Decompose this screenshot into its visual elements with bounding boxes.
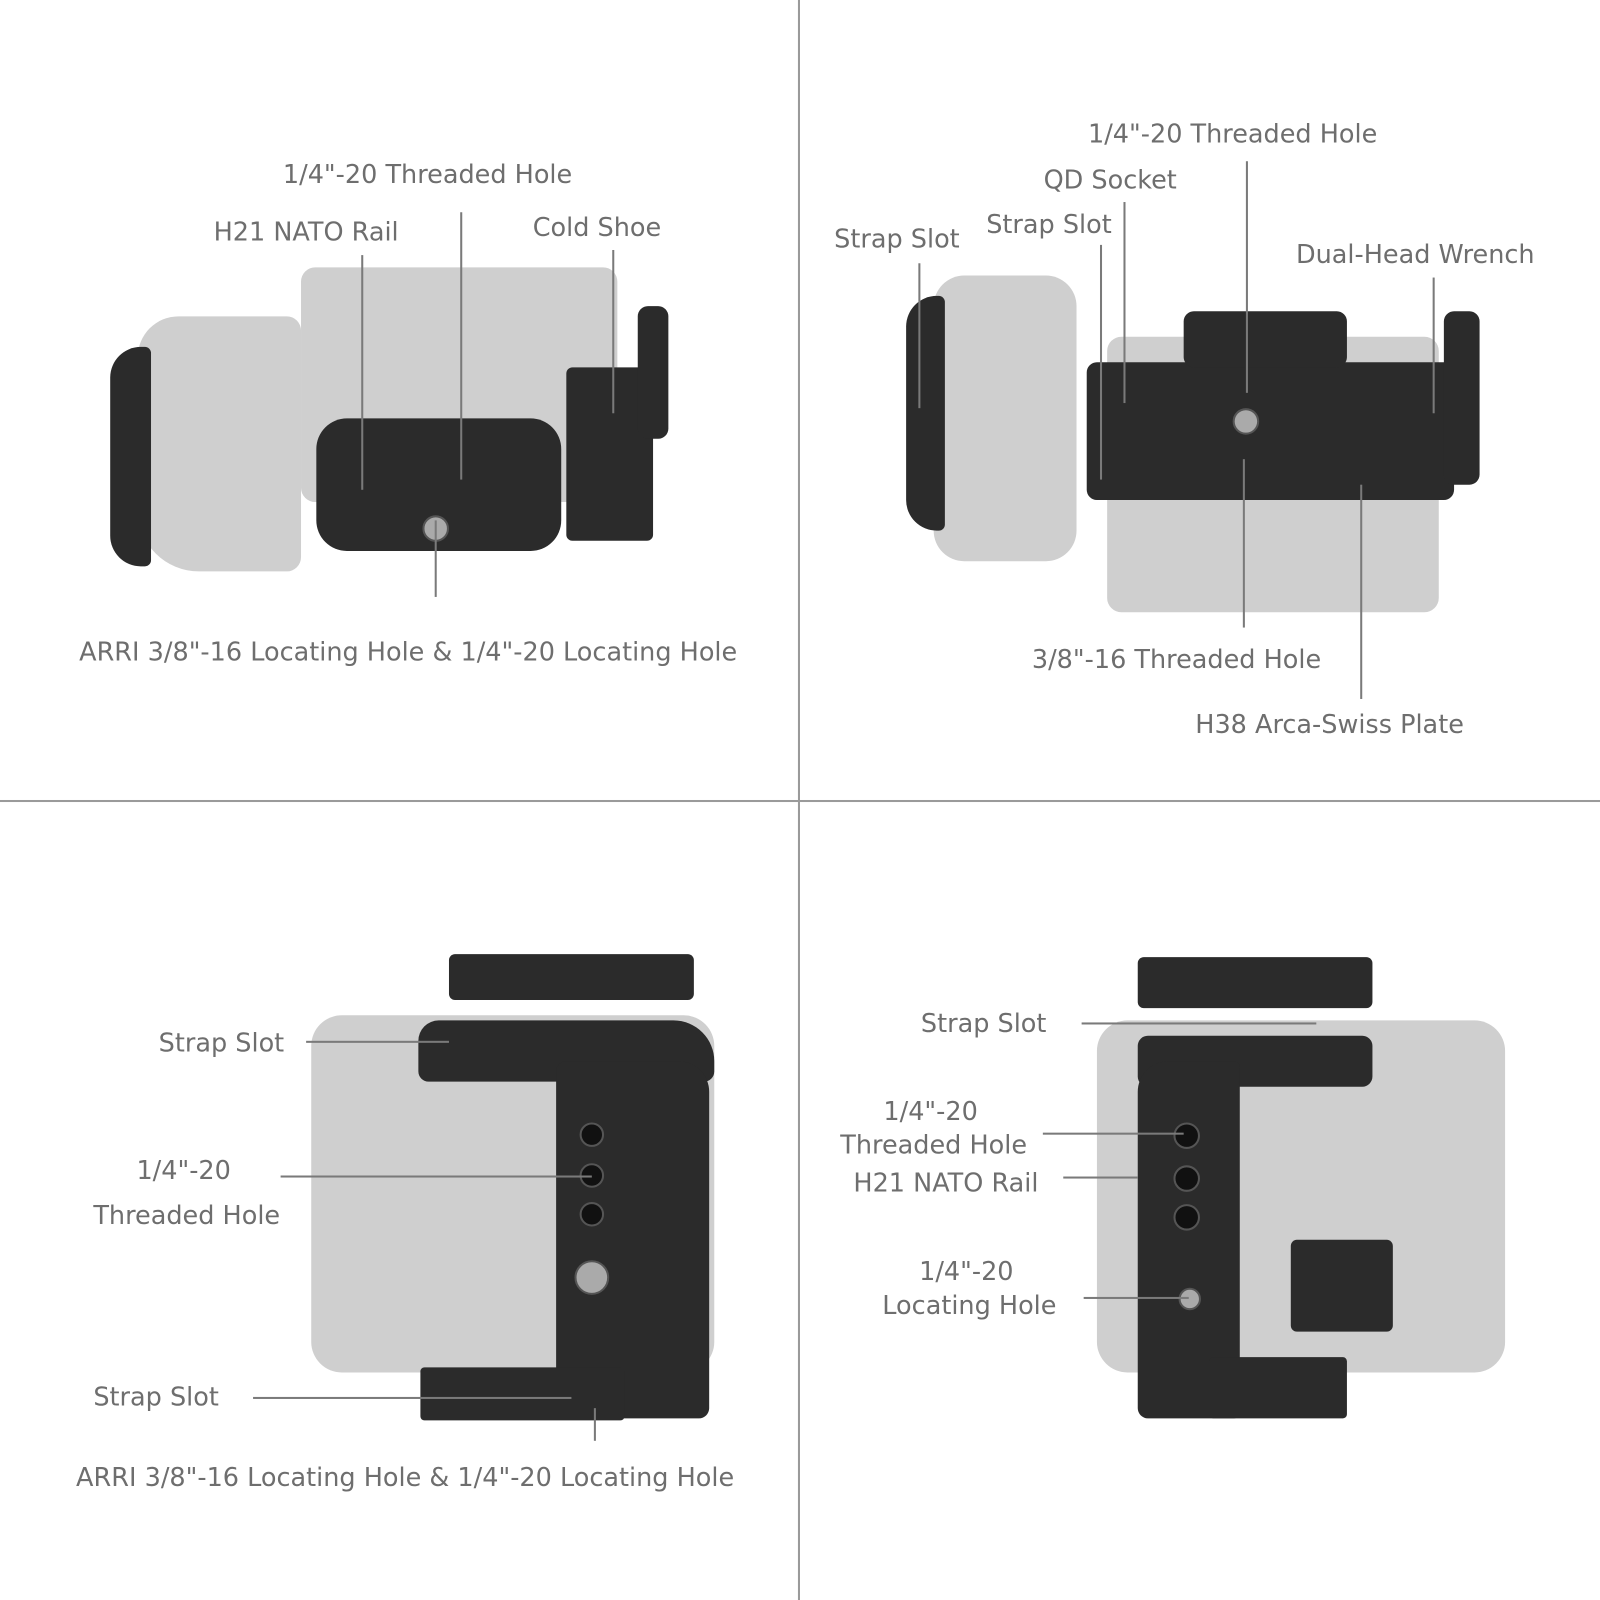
- label-threaded-hole: 1/4"-20 Threaded Hole: [1087, 118, 1378, 149]
- threaded-hole: [1232, 408, 1260, 435]
- label-locating-holes: ARRI 3/8"-16 Locating Hole & 1/4"-20 Loc…: [79, 637, 738, 667]
- locating-hole: [574, 1260, 610, 1295]
- grip-handle: [556, 1061, 710, 1419]
- threaded-hole: [579, 1122, 605, 1147]
- cold-shoe-top: [448, 954, 694, 1000]
- dual-head-wrench: [1443, 311, 1480, 485]
- threaded-hole: [1173, 1122, 1200, 1149]
- label-strap-slot-inner: Strap Slot: [986, 209, 1112, 240]
- label-threaded-hole-2: Threaded Hole: [93, 1200, 281, 1231]
- arca-plate: [1086, 362, 1455, 500]
- wrench-clamp: [637, 306, 669, 439]
- label-threaded-hole: 1/4"-20 Threaded Hole: [282, 159, 573, 190]
- label-strap-slot-top: Strap Slot: [158, 1028, 285, 1058]
- label-nato-rail: H21 NATO Rail: [853, 1167, 1039, 1198]
- label-strap-slot: Strap Slot: [920, 1008, 1047, 1039]
- label-locating-hole-1: 1/4"-20: [919, 1256, 1014, 1287]
- label-nato-rail: H21 NATO Rail: [213, 216, 399, 247]
- grip-base: [420, 1367, 625, 1421]
- label-dual-head-wrench: Dual-Head Wrench: [1295, 239, 1535, 269]
- label-locating-holes: ARRI 3/8"-16 Locating Hole & 1/4"-20 Loc…: [76, 1462, 735, 1493]
- cold-shoe-top: [1183, 311, 1347, 368]
- label-qd-socket: QD Socket: [1043, 164, 1177, 195]
- camera-body: [137, 316, 302, 572]
- cage-base: [1209, 1357, 1347, 1419]
- label-arca-plate: H38 Arca-Swiss Plate: [1195, 709, 1464, 740]
- label-cold-shoe: Cold Shoe: [532, 212, 662, 243]
- wrench-clamp: [1290, 1239, 1393, 1332]
- cage-side-plate: [906, 295, 945, 531]
- label-locating-hole-2: Locating Hole: [882, 1290, 1057, 1320]
- cold-shoe-top: [1137, 957, 1373, 1009]
- threaded-hole: [1173, 1204, 1200, 1231]
- locating-hole: [1178, 1287, 1202, 1311]
- label-threaded-hole-2: Threaded Hole: [840, 1130, 1028, 1160]
- label-threaded-hole-38: 3/8"-16 Threaded Hole: [1031, 644, 1322, 674]
- divider-horizontal: [0, 799, 1600, 803]
- label-strap-slot-outer: Strap Slot: [834, 223, 960, 254]
- threaded-hole: [1173, 1165, 1200, 1192]
- camera-grip: [933, 275, 1077, 562]
- threaded-hole: [579, 1202, 605, 1227]
- label-threaded-hole-1: 1/4"-20: [136, 1155, 231, 1186]
- label-threaded-hole-1: 1/4"-20: [883, 1096, 978, 1127]
- label-strap-slot-bottom: Strap Slot: [93, 1382, 219, 1412]
- cage-side-plate: [110, 346, 152, 567]
